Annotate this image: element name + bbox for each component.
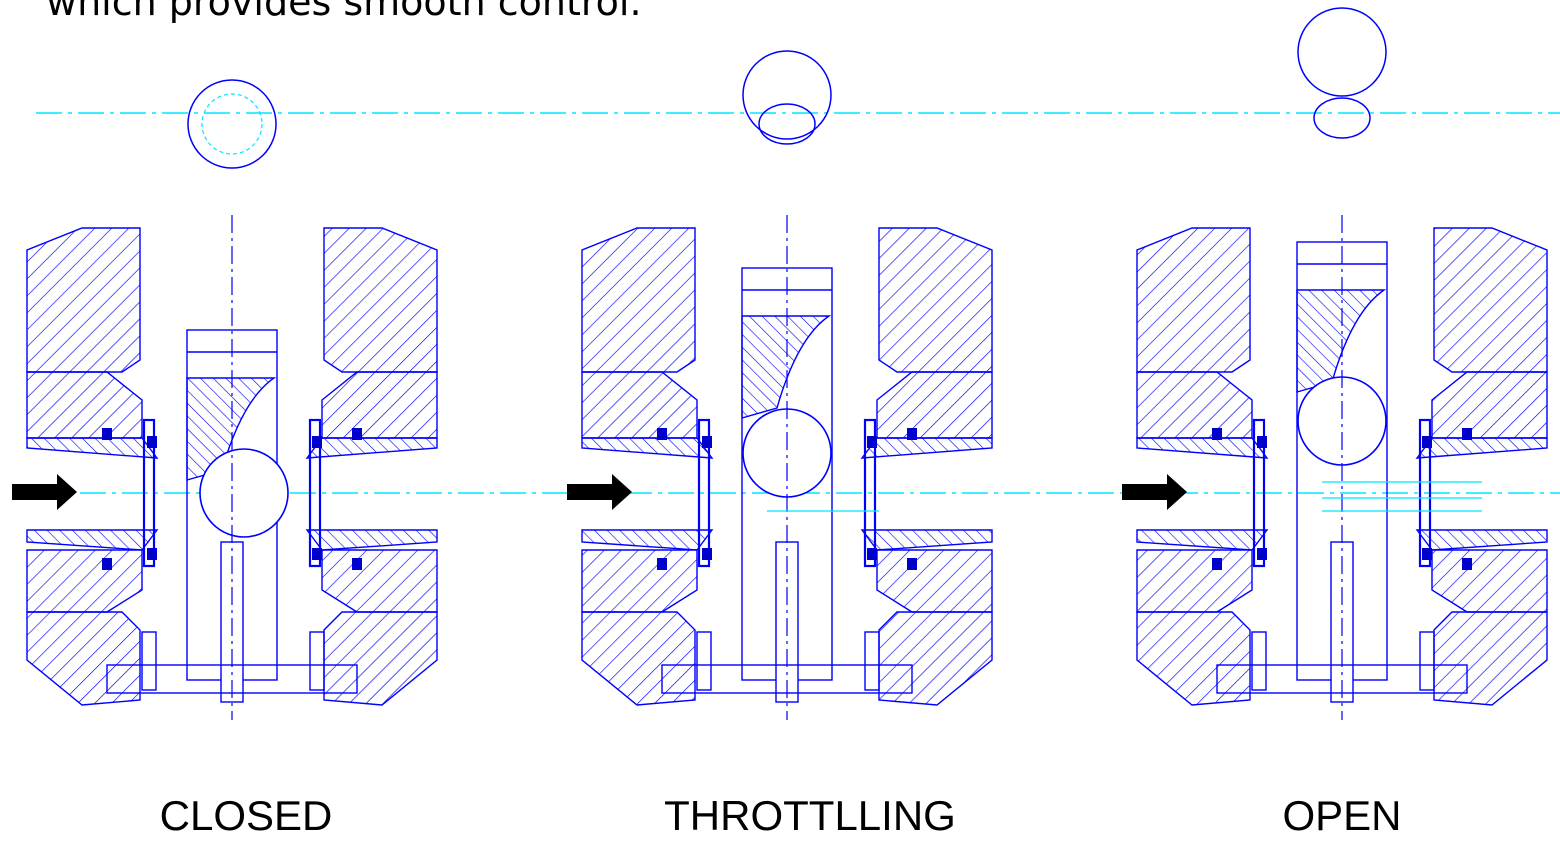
seat-lower-right bbox=[860, 529, 993, 551]
ball-open-icon bbox=[1297, 7, 1387, 97]
bolt-icon bbox=[696, 631, 712, 691]
bolt-icon bbox=[1419, 631, 1435, 691]
body-upper-right bbox=[1433, 227, 1548, 373]
seat-upper-right bbox=[860, 437, 993, 459]
body-upper-right bbox=[323, 227, 438, 373]
seal-icon bbox=[907, 558, 917, 570]
seal-icon bbox=[352, 558, 362, 570]
ball-icon bbox=[199, 448, 289, 538]
ball-icon bbox=[1297, 376, 1387, 466]
seat-ring-icon bbox=[697, 418, 711, 568]
pipe-lower-right bbox=[321, 549, 438, 613]
ball-port-icon bbox=[1313, 97, 1371, 139]
ball-bore-icon bbox=[201, 93, 263, 155]
seat-ring-icon bbox=[142, 418, 156, 568]
pipe-upper-left bbox=[1136, 371, 1253, 439]
ball-port-icon bbox=[758, 103, 816, 145]
body-upper-right bbox=[878, 227, 993, 373]
body-upper-left bbox=[26, 227, 141, 373]
seat-upper-left bbox=[26, 437, 159, 459]
pipe-lower-left bbox=[1136, 549, 1253, 613]
body-lower-left bbox=[1136, 611, 1251, 706]
body-upper-left bbox=[1136, 227, 1251, 373]
body-upper-left bbox=[581, 227, 696, 373]
pipe-lower-left bbox=[26, 549, 143, 613]
pipe-lower-left bbox=[581, 549, 698, 613]
pipe-upper-left bbox=[26, 371, 143, 439]
ball-throttling-icon bbox=[742, 50, 832, 140]
seat-upper-right bbox=[305, 437, 438, 459]
pipe-upper-right bbox=[1431, 371, 1548, 439]
valve-closed bbox=[12, 79, 438, 720]
seat-lower-right bbox=[1415, 529, 1548, 551]
bolt-icon bbox=[864, 631, 880, 691]
body-lower-right bbox=[1433, 611, 1548, 706]
body-lower-left bbox=[26, 611, 141, 706]
state-label-open: OPEN bbox=[1282, 792, 1402, 839]
pipe-upper-right bbox=[321, 371, 438, 439]
seal-icon bbox=[907, 428, 917, 440]
pipe-upper-right bbox=[876, 371, 993, 439]
pipe-lower-right bbox=[1431, 549, 1548, 613]
bolt-icon bbox=[141, 631, 157, 691]
seal-icon bbox=[102, 428, 112, 440]
seat-ring-icon bbox=[1418, 418, 1432, 568]
body-lower-right bbox=[323, 611, 438, 706]
seat-upper-left bbox=[581, 437, 714, 459]
seat-upper-right bbox=[1415, 437, 1548, 459]
seat-lower-left bbox=[1136, 529, 1269, 551]
bolt-icon bbox=[309, 631, 325, 691]
seal-icon bbox=[657, 428, 667, 440]
pipe-upper-left bbox=[581, 371, 698, 439]
seal-icon bbox=[867, 436, 877, 448]
ball-closed-icon bbox=[187, 79, 277, 169]
seal-icon bbox=[312, 436, 322, 448]
flow-arrow-icon bbox=[12, 474, 77, 510]
stem-key bbox=[741, 315, 832, 419]
heading-text: which provides smooth control. bbox=[46, 0, 642, 24]
seal-icon bbox=[702, 548, 712, 560]
body-lower-right bbox=[878, 611, 993, 706]
seal-icon bbox=[312, 548, 322, 560]
seal-icon bbox=[1212, 558, 1222, 570]
valve-throttling bbox=[567, 50, 993, 720]
seal-icon bbox=[1422, 548, 1432, 560]
seat-lower-left bbox=[26, 529, 159, 551]
seal-icon bbox=[1212, 428, 1222, 440]
seal-icon bbox=[1257, 436, 1267, 448]
state-label-throttling: THROTTLLING bbox=[664, 792, 956, 839]
seal-icon bbox=[657, 558, 667, 570]
seat-ring-icon bbox=[863, 418, 877, 568]
seal-icon bbox=[1462, 428, 1472, 440]
seal-icon bbox=[147, 436, 157, 448]
seal-icon bbox=[1257, 548, 1267, 560]
seat-ring-icon bbox=[1252, 418, 1266, 568]
ball-icon bbox=[742, 408, 832, 498]
seal-icon bbox=[1462, 558, 1472, 570]
seal-icon bbox=[102, 558, 112, 570]
seat-ring-icon bbox=[308, 418, 322, 568]
seal-icon bbox=[147, 548, 157, 560]
valve-open bbox=[1122, 7, 1548, 720]
seal-icon bbox=[352, 428, 362, 440]
seat-lower-left bbox=[581, 529, 714, 551]
flow-arrow-icon bbox=[1122, 474, 1187, 510]
seal-icon bbox=[867, 548, 877, 560]
seal-icon bbox=[702, 436, 712, 448]
seat-upper-left bbox=[1136, 437, 1269, 459]
state-label-closed: CLOSED bbox=[159, 792, 333, 839]
bolt-icon bbox=[1251, 631, 1267, 691]
pipe-lower-right bbox=[876, 549, 993, 613]
seat-lower-right bbox=[305, 529, 438, 551]
seal-icon bbox=[1422, 436, 1432, 448]
flow-arrow-icon bbox=[567, 474, 632, 510]
body-lower-left bbox=[581, 611, 696, 706]
